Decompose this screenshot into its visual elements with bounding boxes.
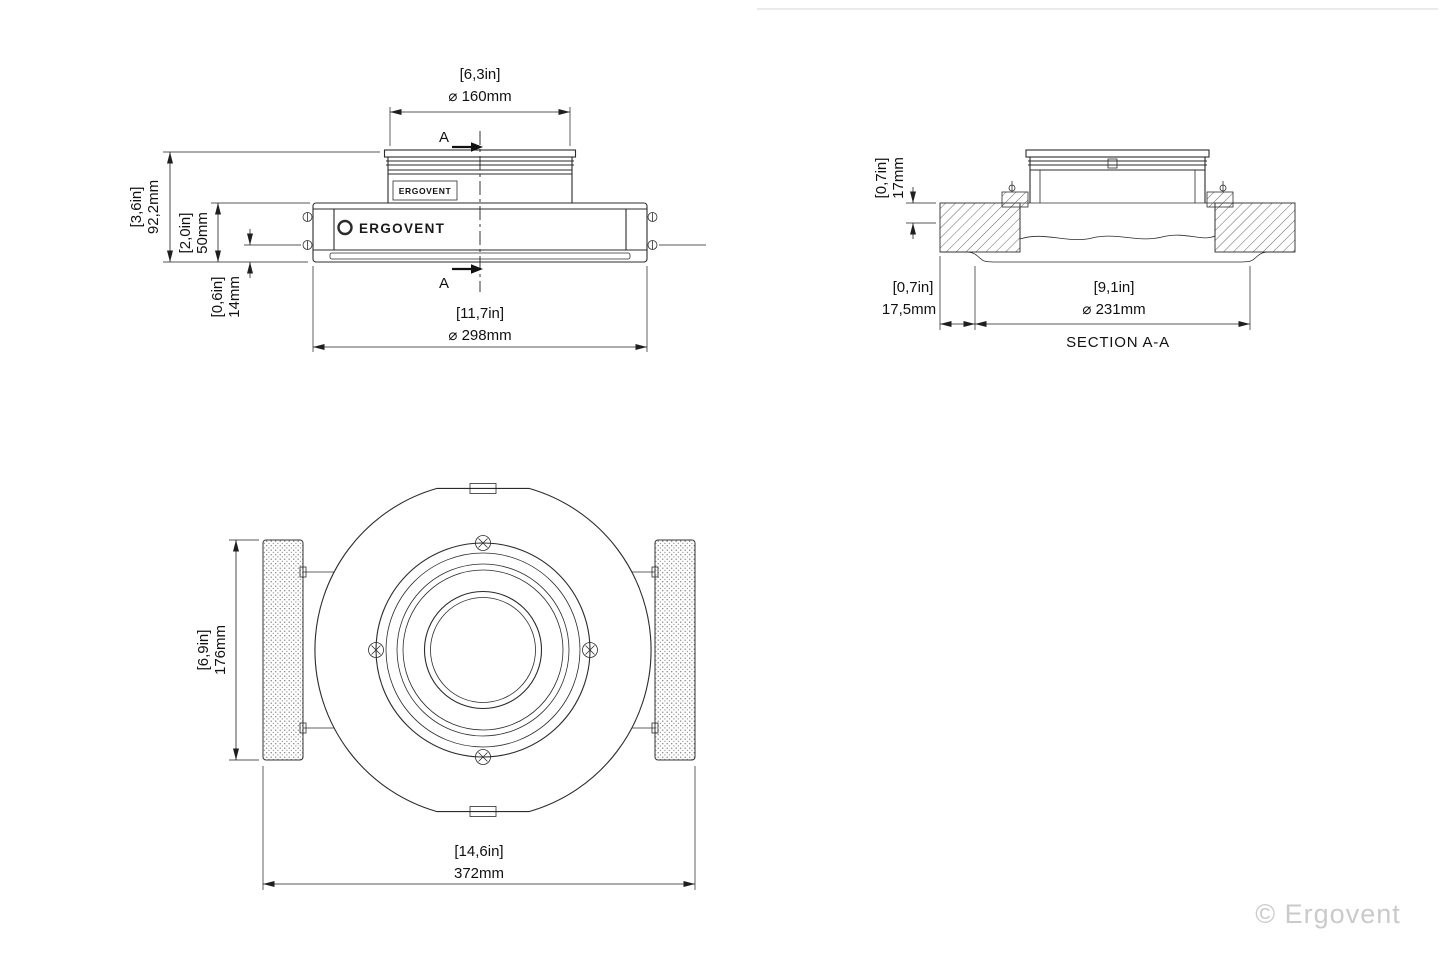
dim-edge-offset: [0,7in] 17,5mm (882, 256, 975, 330)
dim-edge-offset-mm: 17,5mm (882, 301, 936, 318)
flange-cross-section (940, 181, 1295, 263)
outer-ring (314, 487, 652, 813)
collar-port-icon (1107, 158, 1118, 169)
clamp-right (1206, 191, 1234, 208)
front-view: ERGOVENT ERGOVENT (128, 66, 706, 352)
dim-housing-height-in: [2,0in] (177, 213, 194, 254)
trim-bezel-profile (940, 251, 1295, 263)
dim-housing-height: [2,0in] 50mm (177, 202, 310, 262)
dim-recess-depth-mm: 17mm (890, 157, 907, 199)
top-clip (469, 483, 497, 494)
section-collar (1025, 149, 1210, 203)
brand-logo-text: ERGOVENT (359, 221, 445, 236)
dim-bracket-height: [6,9in] 176mm (195, 539, 259, 761)
dim-overall-width-in: [14,6in] (454, 843, 503, 860)
bottom-clip (469, 806, 497, 817)
dim-cutout-diameter: [9,1in] ⌀ 231mm (974, 266, 1251, 330)
rail-left (262, 539, 304, 761)
section-arrow-bottom-icon (471, 264, 483, 274)
dim-total-height-in: [3,6in] (128, 187, 145, 228)
dim-flange-diameter-in: [11,7in] (456, 305, 504, 322)
dim-trim-height: [0,6in] 14mm (209, 229, 253, 318)
section-marker-bottom: A (439, 275, 449, 292)
phillips-screw-left (368, 642, 384, 658)
dim-recess-depth-in: [0,7in] (873, 158, 890, 199)
dim-collar-diameter-in: [6,3in] (460, 66, 501, 83)
dim-total-height: [3,6in] 92,2mm (128, 151, 380, 263)
dim-housing-height-mm: 50mm (194, 212, 211, 254)
dim-cutout-diameter-mm: ⌀ 231mm (1082, 301, 1145, 318)
dim-overall-width-mm: 372mm (454, 865, 504, 882)
phillips-screw-right (582, 642, 598, 658)
clamp-left (1001, 191, 1029, 208)
rail-right (654, 539, 696, 761)
plan-view: [6,9in] 176mm [14,6in] 372mm (195, 483, 696, 890)
phillips-screw-top (475, 535, 491, 551)
section-title: SECTION A-A (1066, 334, 1170, 351)
dim-collar-diameter-mm: ⌀ 160mm (448, 88, 511, 105)
dim-overall-width: [14,6in] 372mm (262, 766, 696, 890)
side-screws (302, 212, 658, 250)
dim-trim-height-in: [0,6in] (209, 277, 226, 318)
dim-total-height-mm: 92,2mm (145, 180, 162, 234)
section-marker-top: A (439, 129, 449, 146)
dim-bracket-height-mm: 176mm (212, 625, 229, 675)
dim-recess-depth: [0,7in] 17mm (873, 157, 936, 239)
brand-plate-label: ERGOVENT (399, 186, 452, 196)
dim-bracket-height-in: [6,9in] (195, 630, 212, 671)
trim-screws (368, 535, 598, 765)
brand-plate: ERGOVENT (392, 180, 458, 201)
section-cut-line: A A (439, 129, 483, 292)
dim-edge-offset-in: [0,7in] (893, 279, 934, 296)
dim-cutout-diameter-in: [9,1in] (1094, 279, 1135, 296)
section-view: [0,7in] 17mm [0,7in] 17,5mm [9,1in] ⌀ 23… (873, 149, 1296, 351)
watermark: © Ergovent (1255, 899, 1400, 929)
dim-trim-height-mm: 14mm (226, 276, 243, 318)
brand-logo: ERGOVENT (337, 219, 445, 236)
brand-logo-icon (337, 219, 353, 236)
section-arrow-top-icon (471, 142, 483, 152)
mounting-rails (262, 539, 696, 761)
dim-collar-diameter: [6,3in] ⌀ 160mm (389, 66, 571, 146)
dim-flange-diameter: [11,7in] ⌀ 298mm (312, 266, 648, 352)
plaster-bed-line (1019, 234, 1216, 241)
ceiling-cross-section (939, 202, 1296, 253)
dim-flange-diameter-mm: ⌀ 298mm (448, 327, 511, 344)
phillips-screw-bottom (475, 749, 491, 765)
